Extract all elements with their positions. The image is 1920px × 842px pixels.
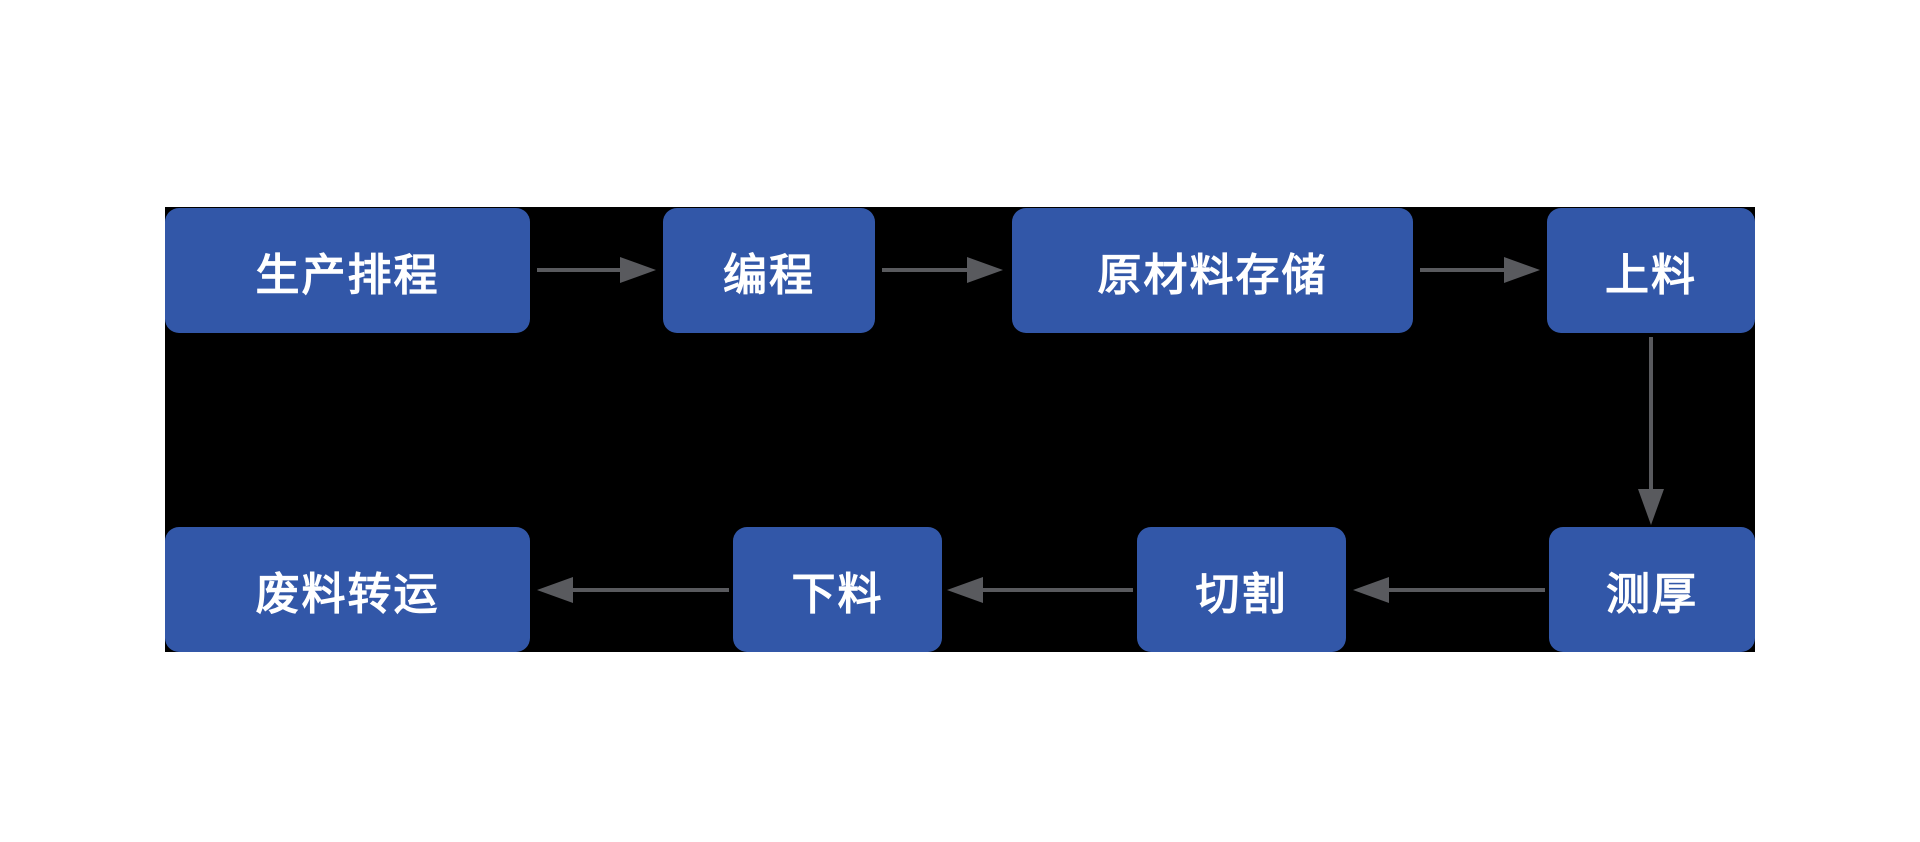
node-programming: 编程 (663, 208, 875, 333)
node-loading: 上料 (1547, 208, 1755, 333)
node-label: 原材料存储 (1097, 250, 1328, 300)
node-label: 上料 (1605, 250, 1697, 300)
node-production-scheduling: 生产排程 (165, 208, 530, 333)
node-label: 编程 (723, 250, 815, 300)
node-label: 测厚 (1606, 569, 1698, 619)
node-cutting: 切割 (1137, 527, 1346, 652)
node-scrap-transfer: 废料转运 (165, 527, 530, 652)
node-raw-material-storage: 原材料存储 (1012, 208, 1413, 333)
node-unloading: 下料 (733, 527, 942, 652)
node-thickness-measurement: 测厚 (1549, 527, 1755, 652)
node-label: 下料 (791, 569, 884, 619)
node-label: 切割 (1195, 569, 1288, 619)
node-label: 生产排程 (255, 250, 440, 300)
node-label: 废料转运 (255, 569, 440, 619)
